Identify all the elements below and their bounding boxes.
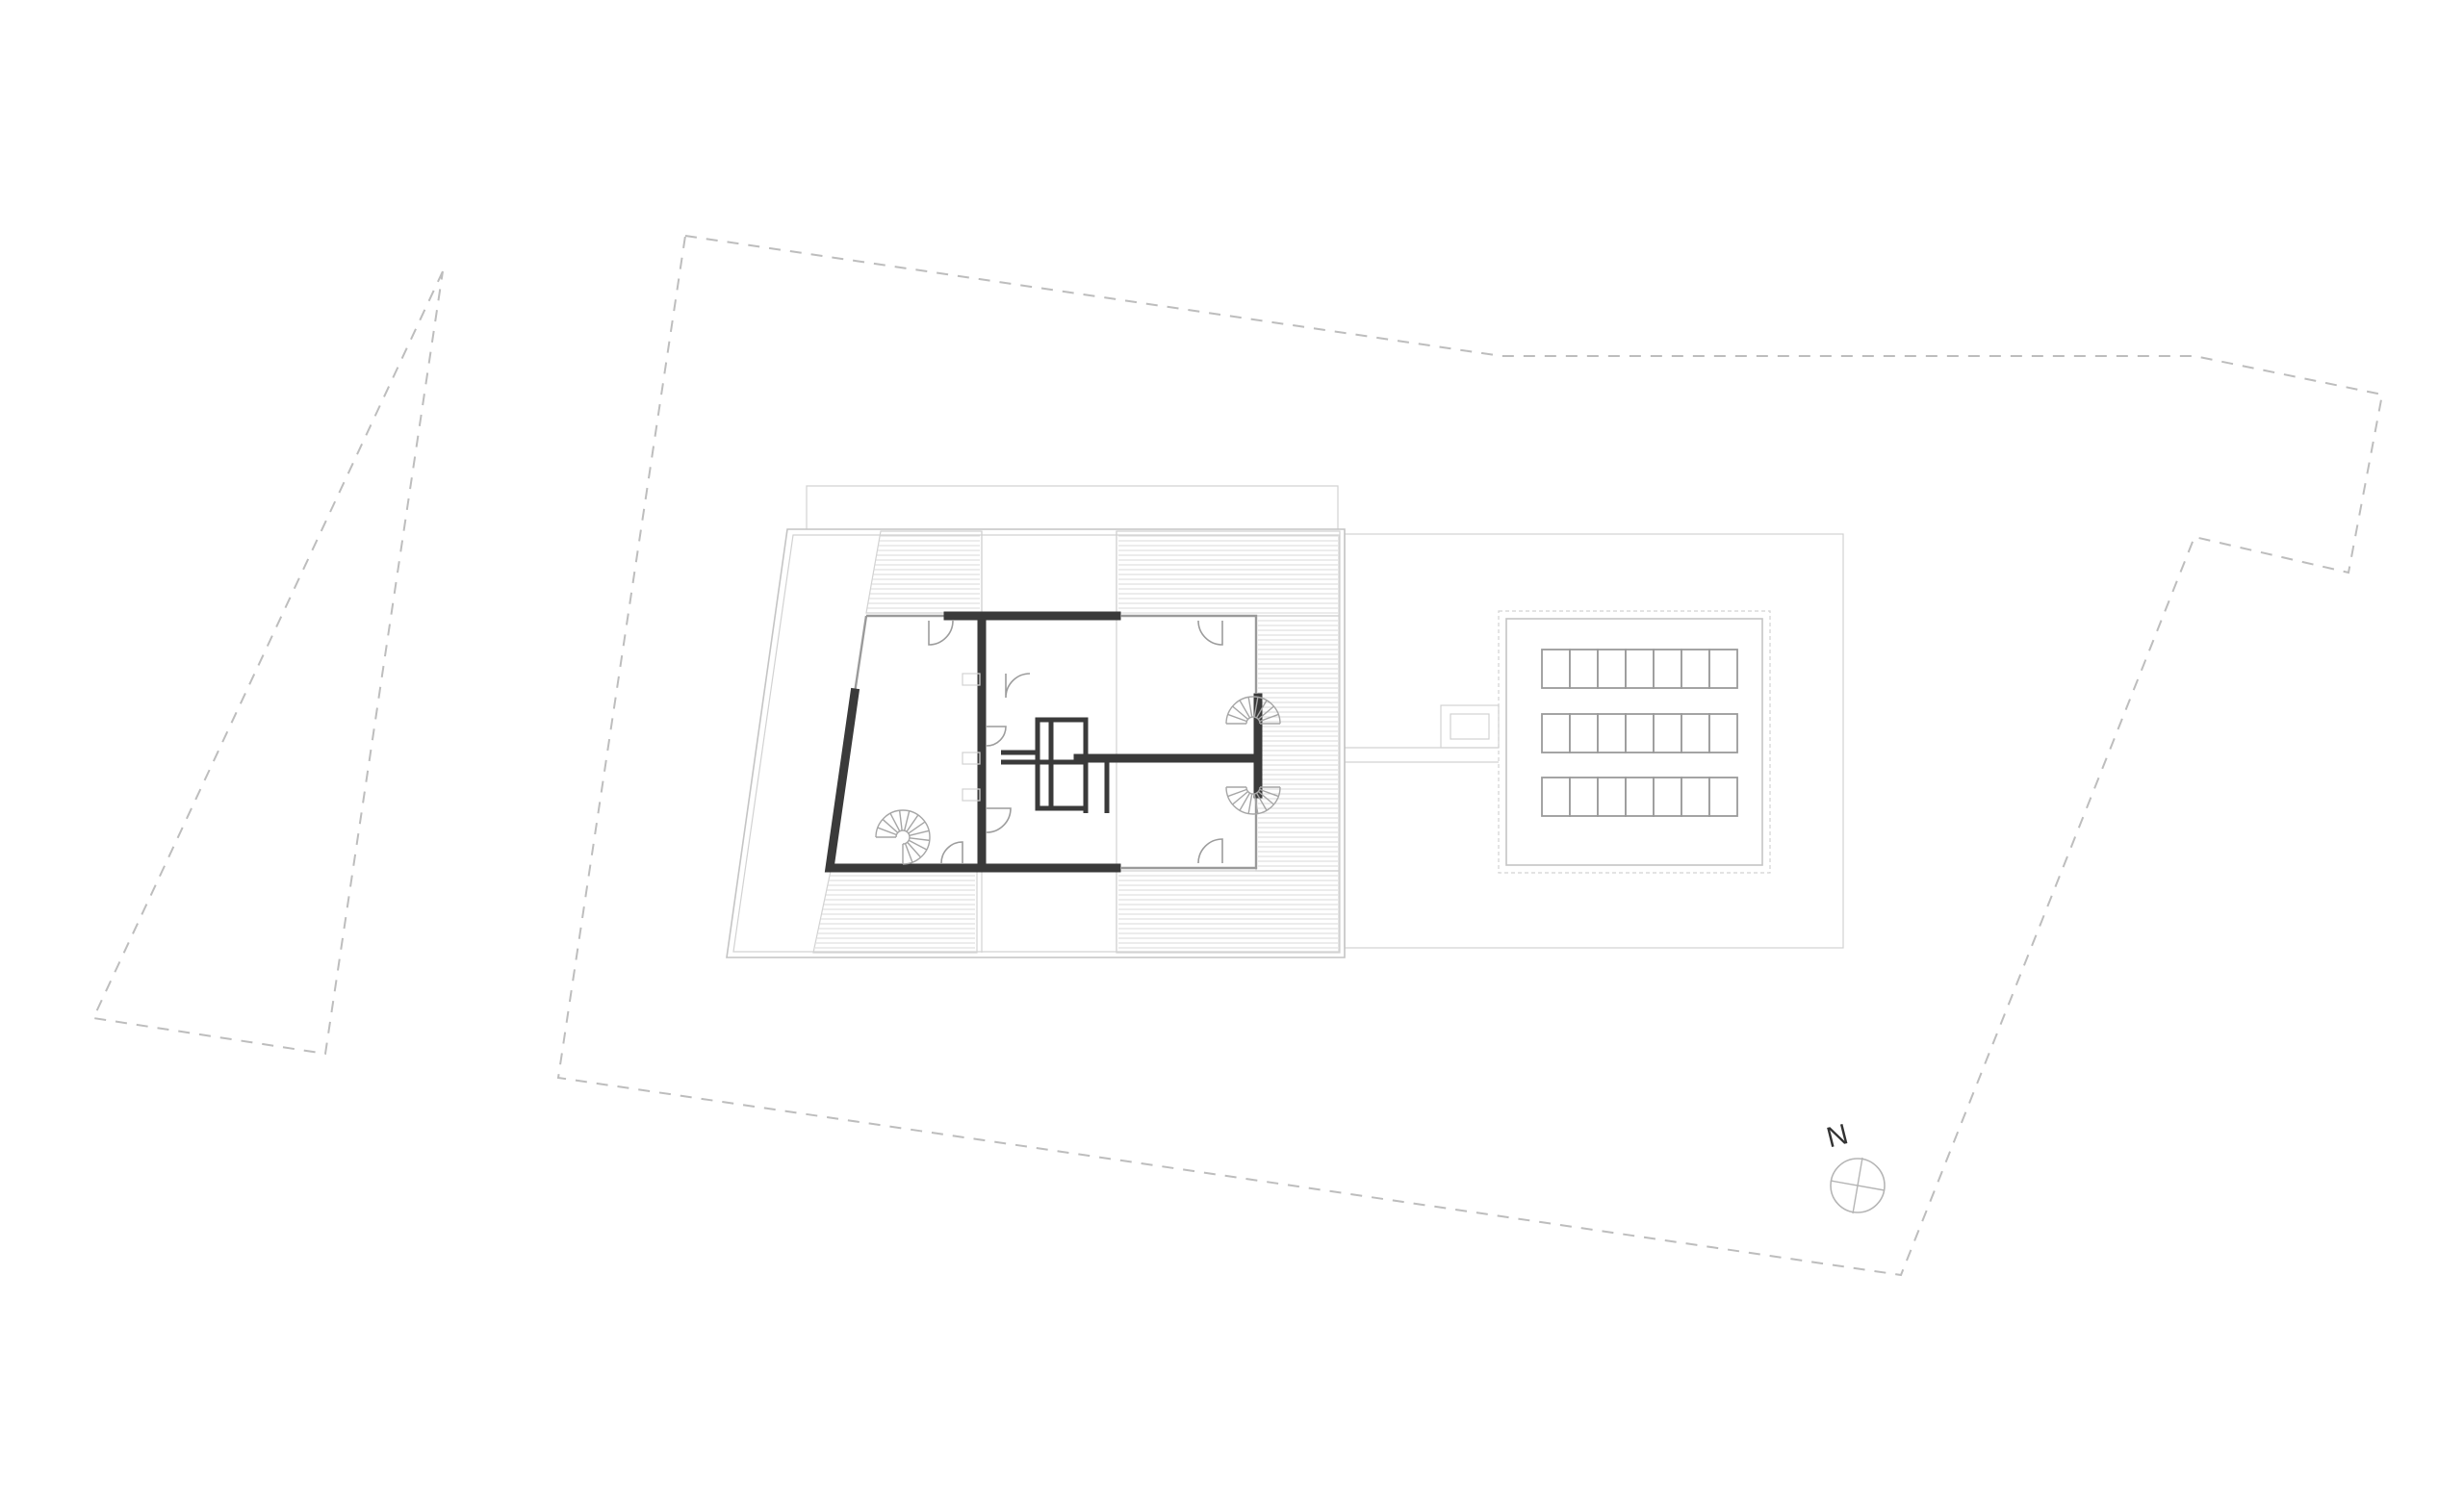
lot-boundary-west-strip [91,270,444,1056]
solar-panel [1681,713,1710,753]
doors [928,620,1223,864]
solar-panel [1708,777,1738,817]
solar-panel [1569,777,1599,817]
solar-panel [1597,649,1627,689]
solar-panel [1625,777,1655,817]
solar-panel [1597,713,1627,753]
deck-nw [865,530,983,614]
solar-panel [1708,713,1738,753]
solar-panel [1625,649,1655,689]
solar-panel [1653,777,1682,817]
spiral-stair-icon [875,809,931,865]
solar-panel [1541,777,1571,817]
walls [824,611,1263,873]
solar-panel [1541,713,1571,753]
door-swing-icon [940,841,963,864]
door-swing-icon [928,620,954,646]
small-structure [1440,704,1500,749]
west-wall [824,611,987,873]
solar-panel [1569,649,1599,689]
decks [812,530,1341,954]
door-swing-icon [1005,673,1031,699]
solar-panel [1681,777,1710,817]
property-lines [91,235,2384,1277]
deck-se [1116,870,1341,954]
glazing [853,614,1258,870]
house-platform [726,485,1346,958]
spiral-stair-icon [1225,786,1281,815]
stairs [875,696,1281,865]
door-swing-icon [1197,620,1223,646]
solar-panel [1597,777,1627,817]
solar-panel [1653,713,1682,753]
north-label: N [1823,1118,1851,1154]
roof-overhang [806,485,1339,529]
door-swing-icon [1197,838,1223,864]
deck-sw [812,870,978,954]
spiral-stair-icon [1225,696,1281,725]
north-arrow-icon: N [1823,1118,1886,1214]
solar-panel [1653,649,1682,689]
door-swing-icon [986,807,1012,833]
solar-panel-field [1498,610,1771,874]
solar-panel [1569,713,1599,753]
panel-rows [1541,649,1738,817]
solar-panel [1681,649,1710,689]
solar-panel [1708,649,1738,689]
lot-boundary-main [556,235,2384,1277]
door-swing-icon [986,726,1007,747]
solar-panel [1625,713,1655,753]
solar-panel [1541,649,1571,689]
platform-outline [726,528,1346,958]
